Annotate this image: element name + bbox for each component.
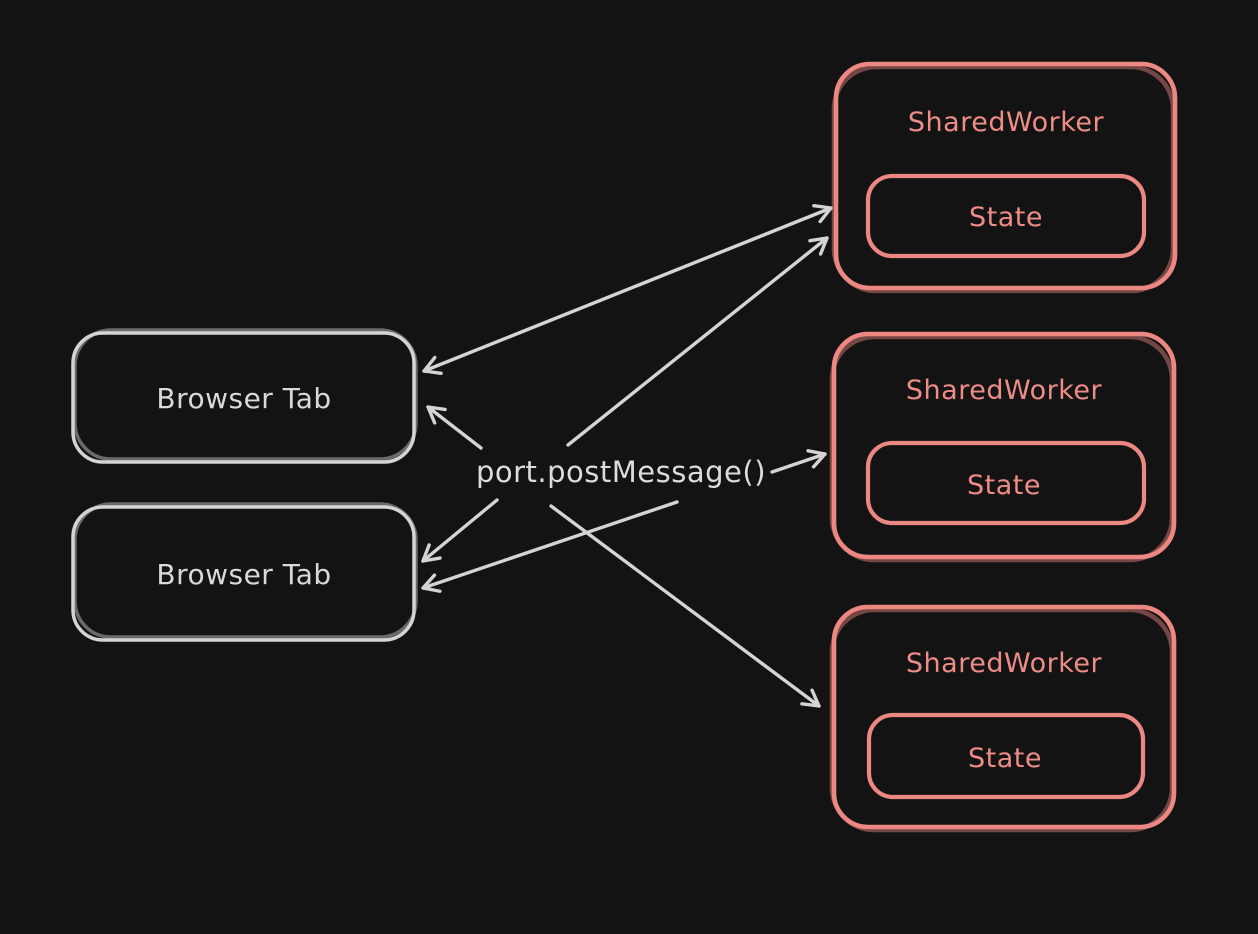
shared-worker-3: SharedWorker State bbox=[829, 604, 1177, 833]
browser-tab-1-box-sketch bbox=[73, 328, 418, 461]
browser-tab-2-box bbox=[71, 505, 416, 642]
browser-tab-1-box bbox=[71, 331, 416, 464]
browser-tab-2: Browser Tab bbox=[71, 502, 418, 642]
shared-worker-2-state-label: State bbox=[967, 470, 1041, 501]
arrow-label-tab1 bbox=[426, 405, 483, 450]
shared-worker-1: SharedWorker State bbox=[831, 61, 1178, 294]
browser-tab-1-label: Browser Tab bbox=[156, 382, 331, 415]
shared-worker-3-label: SharedWorker bbox=[906, 648, 1103, 679]
arrow-tab1-worker1 bbox=[422, 203, 833, 376]
browser-tab-2-box-sketch bbox=[73, 502, 418, 639]
browser-tab-2-label: Browser Tab bbox=[156, 558, 331, 591]
shared-worker-1-state-box bbox=[865, 173, 1147, 259]
shared-worker-2: SharedWorker State bbox=[829, 331, 1177, 563]
shared-worker-3-state-label: State bbox=[968, 743, 1042, 774]
arrow-label-tab2-long bbox=[421, 500, 679, 593]
shared-worker-2-box bbox=[831, 331, 1177, 560]
arrow-label-tab2-short bbox=[421, 498, 499, 563]
shared-worker-2-state-box bbox=[865, 440, 1147, 526]
browser-tab-1: Browser Tab bbox=[71, 328, 418, 464]
shared-worker-3-state-box bbox=[866, 712, 1146, 800]
shared-worker-2-box-sketch bbox=[829, 334, 1175, 563]
shared-worker-3-box bbox=[831, 604, 1177, 830]
shared-worker-1-label: SharedWorker bbox=[908, 107, 1105, 138]
edges bbox=[421, 203, 833, 708]
shared-worker-2-label: SharedWorker bbox=[906, 375, 1103, 406]
post-message-label: port.postMessage() bbox=[476, 455, 766, 489]
shared-worker-1-state-label: State bbox=[969, 202, 1043, 233]
shared-worker-1-box bbox=[833, 61, 1178, 291]
arrow-label-worker3 bbox=[549, 504, 821, 708]
arrow-label-worker2 bbox=[770, 449, 827, 474]
arrow-label-worker1 bbox=[566, 236, 829, 447]
